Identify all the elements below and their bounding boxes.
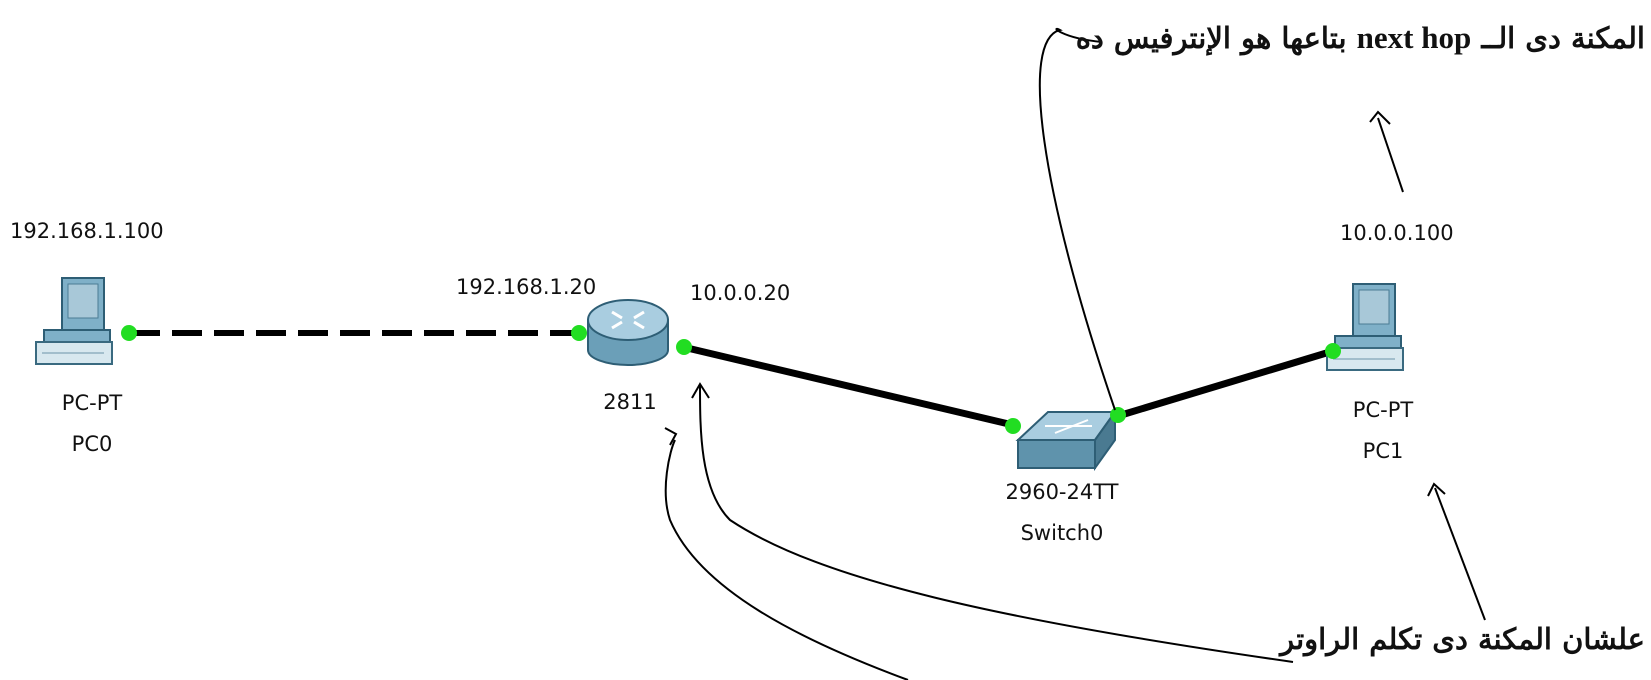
next-hop-annotation-suffix: بتاعها هو الإنترفيس ده (1075, 21, 1347, 55)
pc1-icon[interactable] (1326, 283, 1404, 371)
arrowhead-next-hop (1369, 110, 1391, 125)
port-router-right[interactable] (676, 339, 692, 355)
arrow-to-router-port (699, 384, 1294, 663)
arrow-from-bottom (664, 439, 909, 680)
port-router-left[interactable] (571, 325, 587, 341)
arrowhead-bottom (664, 427, 678, 446)
pc1-name-label: PC1 (1362, 439, 1404, 463)
router-model-label: 2811 (603, 390, 657, 414)
pc0-icon[interactable] (35, 277, 113, 365)
pc1-ip-label: 10.0.0.100 (1340, 221, 1454, 245)
next-hop-annotation-prefix: المكنة دى الــ (1481, 21, 1645, 55)
port-switch-right[interactable] (1110, 407, 1126, 423)
pc0-ip-label: 192.168.1.100 (10, 219, 164, 243)
arrowhead-router-port (691, 382, 710, 399)
pc0-name-label: PC0 (71, 432, 113, 456)
switch-icon[interactable] (1015, 408, 1117, 472)
router-left-ip-label: 192.168.1.20 (456, 275, 597, 299)
pc1-model-label: PC-PT (1352, 398, 1414, 422)
pc0-model-label: PC-PT (61, 391, 123, 415)
router-right-ip-label: 10.0.0.20 (690, 281, 791, 305)
cable-switch-pc1 (1116, 347, 1335, 420)
arrowhead-pc1 (1427, 482, 1446, 497)
switch-name-label: Switch0 (1020, 521, 1104, 545)
port-pc0[interactable] (121, 325, 137, 341)
arrow-to-next-hop-text (1377, 117, 1404, 193)
switch-model-label: 2960-24TT (1005, 480, 1119, 504)
cable-router-switch (682, 343, 1014, 429)
router-icon[interactable] (587, 299, 669, 366)
router-talk-annotation: علشان المكنة دى تكلم الراوتر (1280, 622, 1645, 656)
next-hop-annotation-english: next hop (1356, 20, 1472, 55)
port-switch-left[interactable] (1005, 418, 1021, 434)
next-hop-leader-line (1038, 27, 1116, 411)
arrow-to-pc1 (1434, 487, 1486, 621)
port-pc1[interactable] (1325, 343, 1341, 359)
next-hop-annotation: المكنة دى الــ next hop بتاعها هو الإنتر… (1076, 22, 1645, 53)
